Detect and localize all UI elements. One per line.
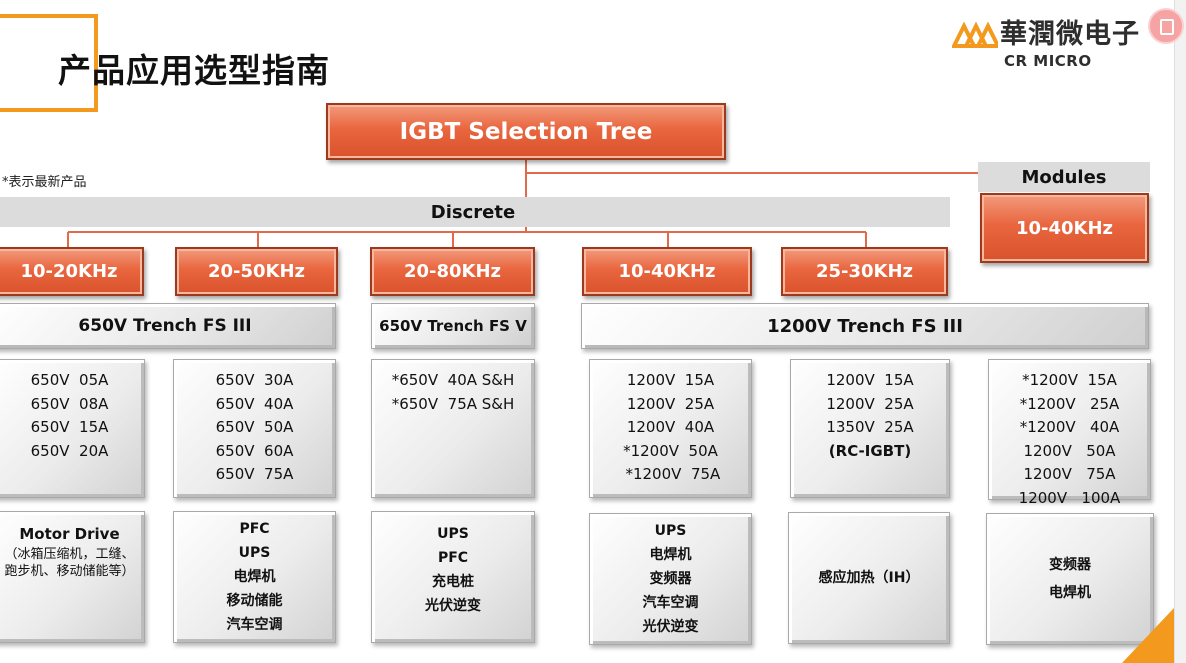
logo-chinese-name: 華潤微电子 (1000, 19, 1140, 50)
corner-accent-triangle (1122, 608, 1174, 663)
part-item: 650V 20A (30, 441, 109, 460)
parts-list-10-20khz: 650V 05A 650V 08A 650V 15A 650V 20A (0, 359, 145, 498)
parts-list-10-40khz: 1200V 15A 1200V 25A 1200V 40A *1200V 50A… (589, 359, 752, 498)
part-item: 650V 60A (215, 441, 294, 460)
part-item: *650V 40A S&H (391, 371, 515, 389)
family-1200v-trench-fs-iii: 1200V Trench FS III (581, 303, 1149, 349)
freq-box-20-80khz: 20-80KHz (370, 247, 535, 296)
parts-list-20-80khz: *650V 40A S&H *650V 75A S&H (371, 359, 535, 498)
freq-box-10-20khz: 10-20KHz (0, 247, 144, 296)
part-item: 1200V 15A (626, 371, 715, 389)
freq-box-10-40khz: 10-40KHz (582, 247, 752, 296)
app-item: 电焊机 (649, 547, 692, 563)
part-item: 1200V 25A (826, 394, 914, 413)
company-logo: 華潤微电子 CR MICRO (950, 4, 1150, 74)
app-subtitle: （冰箱压缩机，工缝、跑步机、移动储能等） (4, 547, 135, 579)
modules-bar: Modules (978, 162, 1150, 192)
part-item: 1200V 75A (1023, 465, 1116, 483)
applications-20-80khz: UPS PFC 充电桩 光伏逆变 (371, 511, 535, 643)
applications-25-30khz: 感应加热（IH） (788, 512, 950, 644)
part-item: *1200V 75A (620, 465, 721, 483)
part-item: 650V 30A (215, 371, 294, 389)
app-item: 变频器 (649, 571, 692, 587)
title-bracket (0, 14, 98, 112)
freq-box-25-30khz: 25-30KHz (781, 247, 948, 296)
app-item: 移动储能 (226, 593, 283, 609)
parts-list-modules-1200v: *1200V 15A *1200V 25A *1200V 40A 1200V 5… (988, 359, 1151, 507)
part-item: 650V 08A (30, 394, 109, 413)
applications-10-40khz: UPS 电焊机 变频器 汽车空调 光伏逆变 (589, 513, 752, 645)
parts-list-25-30khz: 1200V 15A 1200V 25A 1350V 25A (RC-IGBT) (790, 359, 950, 498)
app-title: Motor Drive (19, 525, 120, 543)
app-badge-icon[interactable] (1148, 8, 1184, 44)
app-item: 光伏逆变 (642, 619, 699, 635)
part-item: 1200V 100A (1018, 488, 1121, 507)
part-item: 1200V 15A (826, 371, 914, 389)
part-item: 650V 40A (215, 394, 294, 413)
logo-english-name: CR MICRO (1004, 52, 1092, 70)
app-item: PFC (437, 550, 469, 566)
part-item: 1350V 25A (826, 418, 914, 436)
part-item: *650V 75A S&H (391, 394, 515, 413)
app-item: 光伏逆变 (425, 598, 481, 614)
parts-list-20-50khz: 650V 30A 650V 40A 650V 50A 650V 60A 650V… (173, 359, 336, 498)
freq-box-20-50khz: 20-50KHz (175, 247, 338, 296)
app-item: PFC (239, 521, 270, 537)
part-item: *1200V 50A (623, 441, 718, 460)
part-item: 1200V 50A (1023, 441, 1116, 460)
part-item-rc-igbt: (RC-IGBT) (828, 441, 912, 460)
discrete-bar: Discrete (0, 197, 950, 227)
part-item: 650V 15A (30, 418, 109, 436)
page-title: 产品应用选型指南 (58, 51, 330, 90)
app-item: 感应加热（IH） (818, 570, 920, 586)
part-item: *1200V 25A (1019, 394, 1120, 413)
part-item: *1200V 15A (1022, 371, 1117, 389)
app-item: 变频器 (1049, 557, 1091, 573)
root-node-igbt-selection-tree: IGBT Selection Tree (326, 103, 726, 160)
app-item: UPS (437, 526, 469, 542)
app-item: UPS (238, 545, 271, 561)
part-item: 1200V 25A (626, 394, 715, 413)
modules-freq-box: 10-40KHz (980, 193, 1149, 263)
app-item: 电焊机 (1049, 585, 1091, 601)
logo-mark-icon (952, 21, 998, 48)
app-item: 汽车空调 (642, 595, 699, 611)
part-item: 650V 75A (215, 465, 294, 483)
part-item: *1200V 40A (1019, 418, 1120, 436)
part-item: 650V 50A (215, 418, 294, 436)
app-item: 电焊机 (233, 569, 276, 585)
right-edge-strip (1174, 0, 1186, 663)
applications-motor-drive: Motor Drive （冰箱压缩机，工缝、跑步机、移动储能等） (0, 511, 145, 643)
app-item: UPS (654, 523, 687, 539)
family-650v-trench-fs-iii: 650V Trench FS III (0, 303, 336, 349)
app-item: 汽车空调 (226, 617, 283, 633)
app-item: 充电桩 (432, 574, 474, 590)
part-item: 1200V 40A (626, 418, 715, 436)
part-item: 650V 05A (30, 371, 109, 389)
applications-20-50khz: PFC UPS 电焊机 移动储能 汽车空调 (173, 511, 336, 643)
family-650v-trench-fs-v: 650V Trench FS V (371, 303, 535, 349)
legend-note: *表示最新产品 (2, 175, 87, 190)
